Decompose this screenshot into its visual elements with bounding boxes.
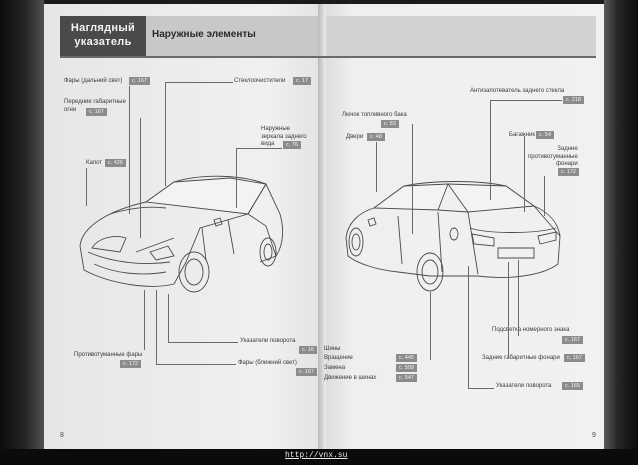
leader-line bbox=[518, 260, 519, 336]
callout-high-beam-label: Фары (дальний свет) bbox=[64, 78, 123, 84]
chapter-tab: Наглядный указатель bbox=[60, 16, 146, 56]
leader-line bbox=[490, 100, 491, 200]
section-title: Наружные элементы bbox=[152, 29, 256, 40]
callout-rear-defogger-ref[interactable]: с. 218 bbox=[563, 96, 584, 104]
leader-line bbox=[236, 148, 282, 149]
callout-trunk-label: Багажник bbox=[509, 132, 535, 138]
tires-replacement-ref[interactable]: с. 508 bbox=[396, 364, 417, 372]
leader-line bbox=[129, 86, 130, 214]
left-page bbox=[40, 4, 326, 452]
callout-turn-left-ref[interactable]: с. 16 bbox=[299, 346, 317, 354]
callout-front-position-label: Передние габаритные огни bbox=[64, 99, 126, 113]
callout-trunk-ref[interactable]: с. 54 bbox=[536, 131, 554, 139]
callout-fog-lights-ref[interactable]: с. 172 bbox=[120, 360, 141, 368]
callout-tail-lights-label: Задние габаритные фонари bbox=[482, 355, 560, 361]
chapter-tab-line2: указатель bbox=[74, 36, 132, 48]
callout-fuel-door-label: Лючок топливного бака bbox=[342, 112, 407, 118]
leader-line bbox=[544, 176, 545, 216]
callout-fuel-door-ref[interactable]: с. 83 bbox=[381, 120, 399, 128]
page-number-right: 9 bbox=[592, 432, 596, 439]
leader-line bbox=[236, 148, 237, 208]
leader-line bbox=[156, 290, 157, 364]
tires-rotation-ref[interactable]: с. 445 bbox=[396, 354, 417, 362]
leader-line bbox=[86, 168, 87, 206]
leader-line bbox=[165, 82, 166, 186]
callout-mirrors-ref[interactable]: с. 76 bbox=[283, 141, 301, 149]
tires-rotation-label: Вращение bbox=[324, 355, 353, 361]
callout-rear-fog-label: Задние противотуманные фонари bbox=[528, 146, 578, 167]
chapter-tab-line1: Наглядный bbox=[70, 22, 136, 34]
right-cover-edge bbox=[604, 0, 638, 465]
tires-flat-label: Движение в шинах bbox=[324, 375, 377, 381]
page-number-left: 8 bbox=[60, 432, 64, 439]
rear-car-illustration bbox=[345, 181, 561, 292]
leader-line bbox=[144, 290, 145, 350]
callout-low-beam-ref[interactable]: с. 167 bbox=[296, 368, 317, 376]
leader-line bbox=[165, 82, 233, 83]
callout-mirrors-label: Наружные зеркала заднего вида bbox=[261, 126, 307, 147]
callout-tail-lights-ref[interactable]: с. 167 bbox=[564, 354, 585, 362]
leader-line bbox=[524, 136, 525, 212]
callout-fog-lights-label: Противотуманные фары bbox=[74, 352, 143, 358]
header-rule bbox=[60, 56, 596, 58]
leader-line bbox=[508, 262, 509, 358]
callout-plate-light-ref[interactable]: с. 167 bbox=[562, 336, 583, 344]
callout-plate-light-label: Подсветка номерного знака bbox=[492, 327, 570, 333]
left-cover-edge bbox=[0, 0, 44, 465]
leader-line bbox=[376, 142, 377, 192]
leader-line bbox=[140, 118, 141, 238]
callout-high-beam-ref[interactable]: с. 167 bbox=[129, 77, 150, 85]
callout-turn-right-label: Указатели поворота bbox=[496, 383, 552, 389]
callout-hood-ref[interactable]: с. 426 bbox=[105, 159, 126, 167]
leader-line bbox=[430, 292, 431, 360]
callout-turn-right-ref[interactable]: с. 165 bbox=[562, 382, 583, 390]
bottom-edge bbox=[0, 449, 638, 465]
callout-doors-label: Двери bbox=[346, 134, 364, 140]
leader-line bbox=[412, 124, 413, 234]
tires-flat-ref[interactable]: с. 547 bbox=[396, 374, 417, 382]
page-gutter bbox=[318, 4, 326, 452]
callout-rear-fog-ref[interactable]: с. 172 bbox=[558, 168, 579, 176]
header-bar-left bbox=[146, 16, 318, 56]
leader-line bbox=[168, 294, 169, 342]
callout-turn-left-label: Указатели поворота bbox=[240, 338, 296, 344]
callout-low-beam-label: Фары (ближний свет) bbox=[238, 360, 297, 366]
header-bar-right bbox=[326, 16, 596, 56]
leader-line bbox=[156, 364, 236, 365]
leader-line bbox=[468, 388, 494, 389]
tires-heading: Шины bbox=[324, 346, 341, 352]
callout-wipers-label: Стеклоочистители bbox=[234, 78, 286, 84]
callout-doors-ref[interactable]: с. 48 bbox=[367, 133, 385, 141]
tires-replacement-label: Замена bbox=[324, 365, 346, 371]
callout-hood-label: Капот bbox=[86, 160, 103, 166]
footer-url-link[interactable]: http://vnx.su bbox=[285, 451, 348, 460]
callout-rear-defogger-label: Антизапотеватель заднего стекла bbox=[470, 88, 565, 94]
front-car-illustration bbox=[79, 175, 284, 293]
callout-front-position-ref[interactable]: с. 167 bbox=[86, 108, 107, 116]
callout-wipers-ref[interactable]: с. 17 bbox=[293, 77, 311, 85]
leader-line bbox=[490, 100, 562, 101]
leader-line bbox=[168, 342, 238, 343]
leader-line bbox=[468, 266, 469, 388]
